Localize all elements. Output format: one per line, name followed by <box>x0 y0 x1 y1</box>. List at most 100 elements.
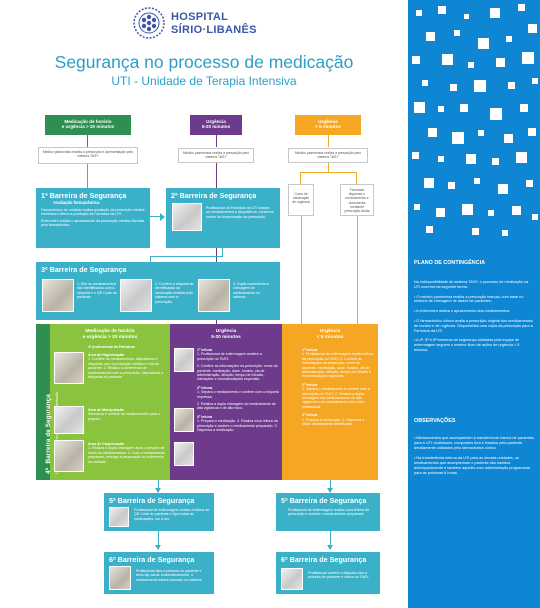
barrier-6b-number: 6ª <box>281 555 288 564</box>
purple-section-5-heading: 3º leitura <box>197 414 213 419</box>
observations-title: OBSERVAÇÕES <box>414 418 456 424</box>
connector-line <box>222 248 223 256</box>
purple-panel-title-2: 5-20 minutos <box>211 334 241 340</box>
barrier-1-title: Barreira de Segurança <box>49 191 127 200</box>
barrier-3-item-1: 1. Kits os medicamentos são identificado… <box>77 282 117 300</box>
green-section-2-heading: Área de Manipulação <box>88 408 124 412</box>
note-prescription-lt5: Médico plantonista realiza a prescrição … <box>288 148 368 163</box>
contingency-plan-list: Na indisponibilidade do sistema TASY, o … <box>414 280 534 353</box>
barrier-2-text: Profissional da Farmácia da UTI separa o… <box>206 206 274 219</box>
barrier-5-title: Barreira de Segurança <box>117 496 195 505</box>
arrow-right-icon <box>160 213 165 221</box>
barrier-6-urgent: 6ª Barreira de Segurança Profissional co… <box>276 552 380 594</box>
connector-line <box>87 164 88 188</box>
column-header-urgent-lt5: Urgência < 5 minutos <box>295 115 361 135</box>
barrier-3: 3ª Barreira de Segurança 1. Kits os medi… <box>36 262 280 320</box>
barrier-6-photo <box>109 566 131 590</box>
purple-panel-photo-1 <box>174 348 194 372</box>
arrow-down-icon <box>327 545 333 550</box>
purple-section-3-heading: 2º leitura <box>197 385 213 390</box>
orange-section-3-text: 1. Prepara a medicação. 2. Dispensa o ró… <box>302 417 365 427</box>
barrier-1-text2: Enfermeiro realiza o aprazamento da pres… <box>41 218 145 228</box>
purple-panel-photo-2 <box>174 408 194 432</box>
pattern-decoration <box>412 4 538 236</box>
page-subtitle: UTI - Unidade de Terapia Intensiva <box>111 74 297 88</box>
connector-line <box>216 177 217 324</box>
connector-line <box>328 163 329 172</box>
barrier-4-urgent-lt5-panel: Urgência < 5 minutos 1º leitura 1. Profi… <box>282 324 378 480</box>
pharmacy-computer-photo <box>172 203 202 231</box>
orange-section-2-text: 1. Separa o medicamento e confere com a … <box>302 387 370 409</box>
barrier-5b-text: Profissional de enfermagem realiza nova … <box>288 508 369 517</box>
logo-line2: SÍRIO·LIBANÊS <box>171 24 257 36</box>
note-urgency-cart: Carro de medicação de urgência <box>288 184 314 216</box>
arrow-down-icon <box>155 488 161 493</box>
barrier-6-title: Barreira de Segurança <box>117 555 195 564</box>
orange-section-2-heading: 2º leitura <box>302 382 318 387</box>
barrier-1: 1ª Barreira de Segurança Avaliação farma… <box>36 188 150 248</box>
connector-line <box>300 172 301 184</box>
contingency-item: • O farmacêutico clínico avalia a prescr… <box>414 318 533 333</box>
right-panel: PLANO DE CONTINGÊNCIA Na indisponibilida… <box>408 0 540 608</box>
connector-line <box>328 135 329 147</box>
purple-section-4-text: 2. Realiza a dupla checagem do medicamen… <box>197 402 276 411</box>
barrier-6-routine: 6ª Barreira de Segurança Profissional bi… <box>104 552 214 594</box>
barrier-6b-title: Barreira de Segurança <box>289 555 367 564</box>
barrier-1-text1: Farmacêutico de unidade realiza avaliaçã… <box>41 208 145 217</box>
purple-section-5-text: 1. Prepara a medicação. 2. Realiza nova … <box>197 419 278 433</box>
orange-section-1-text: 1. Profissional de enfermagem realiza le… <box>302 352 374 379</box>
barrier-5b-title: Barreira de Segurança <box>289 496 367 505</box>
arrow-down-icon <box>155 545 161 550</box>
connector-line <box>301 216 302 324</box>
orange-section-1-heading: 1º leitura <box>302 348 318 352</box>
contingency-item: • A 4ª, 5ª e 6ª barreiras de segurança a… <box>414 338 520 352</box>
barrier-1-subtitle: Avaliação farmacêutica <box>53 200 100 205</box>
barrier-4-side-label: 4ª Barreira de Segurança Leitura da pres… <box>36 324 59 480</box>
barrier-1-number: 1ª <box>41 191 48 200</box>
barrier-4-title: Barreira de Segurança <box>45 394 52 464</box>
connector-line <box>150 216 162 217</box>
arrow-down-icon <box>327 488 333 493</box>
purple-panel-title-1: Urgência <box>215 329 237 334</box>
connector-line <box>158 480 159 492</box>
barrier-6b-photo <box>281 568 303 590</box>
green-section-3-heading: Área de Dispensação <box>88 442 125 446</box>
green-panel-photo-1 <box>54 352 84 384</box>
barrier-4-number: 4ª <box>45 467 52 474</box>
barrier-5b-number: 5ª <box>281 496 288 505</box>
connector-line <box>216 135 217 147</box>
barrier-2-title: Barreira de Segurança <box>179 191 257 200</box>
contingency-item: Na indisponibilidade do sistema TASY, o … <box>414 280 529 289</box>
column-header-urgent-5-20: Urgência 5-20 minutos <box>190 115 242 135</box>
logo-line1: HOSPITAL <box>171 11 229 23</box>
green-section-1-text: 1. Confere os medicamentos, dispositivos… <box>88 357 164 380</box>
connector-line <box>330 531 331 549</box>
green-section-2-text: Seleciona e confere os medicamentos para… <box>88 412 161 421</box>
connector-line <box>150 256 223 257</box>
logo: HOSPITAL SÍRIO·LIBANÊS <box>133 6 283 40</box>
purple-panel-photo-3 <box>174 442 194 466</box>
barrier-3-number: 3ª <box>41 265 48 274</box>
orange-panel-title-1: Urgência <box>319 329 341 334</box>
observation-item: • Na transferência interna da UTI para a… <box>414 456 530 475</box>
green-panel-title-2: e urgência > 20 minutos <box>82 334 138 340</box>
barrier-5-text: Profissional de enfermagem realiza a lei… <box>134 508 210 521</box>
barrier-3-photo-2 <box>120 279 152 312</box>
column-header-routine: Medicação de horário e urgência > 20 min… <box>45 115 131 135</box>
contingency-plan-title: PLANO DE CONTINGÊNCIA <box>414 260 485 266</box>
orange-panel-title-2: < 5 minutos <box>316 334 344 340</box>
barrier-4-routine-panel: 4ª Barreira de Segurança Leitura da pres… <box>36 324 170 480</box>
barrier-3-photo-1 <box>42 279 74 312</box>
page-title: Segurança no processo de medicação <box>54 52 354 72</box>
barrier-2: 2ª Barreira de Segurança Profissional da… <box>166 188 280 248</box>
green-panel-photo-2 <box>54 406 84 434</box>
connector-line <box>158 531 159 549</box>
purple-section-3-text: 1. Separa o medicamento e confere com a … <box>197 390 279 399</box>
green-panel-photo-3 <box>54 440 84 472</box>
purple-section-2-text: 2. Confere as informações na prescrição:… <box>197 364 278 382</box>
connector-line <box>150 256 151 262</box>
barrier-5-urgent: 5ª Barreira de Segurança Profissional de… <box>276 493 380 531</box>
note-prescription-5-20: Médico plantonista realiza a prescrição … <box>178 148 254 163</box>
barrier-3-item-3: 3. Dupla conferência e checagem do medic… <box>233 282 269 300</box>
barrier-6-text: Profissional bipa a pulseira do paciente… <box>136 569 203 582</box>
